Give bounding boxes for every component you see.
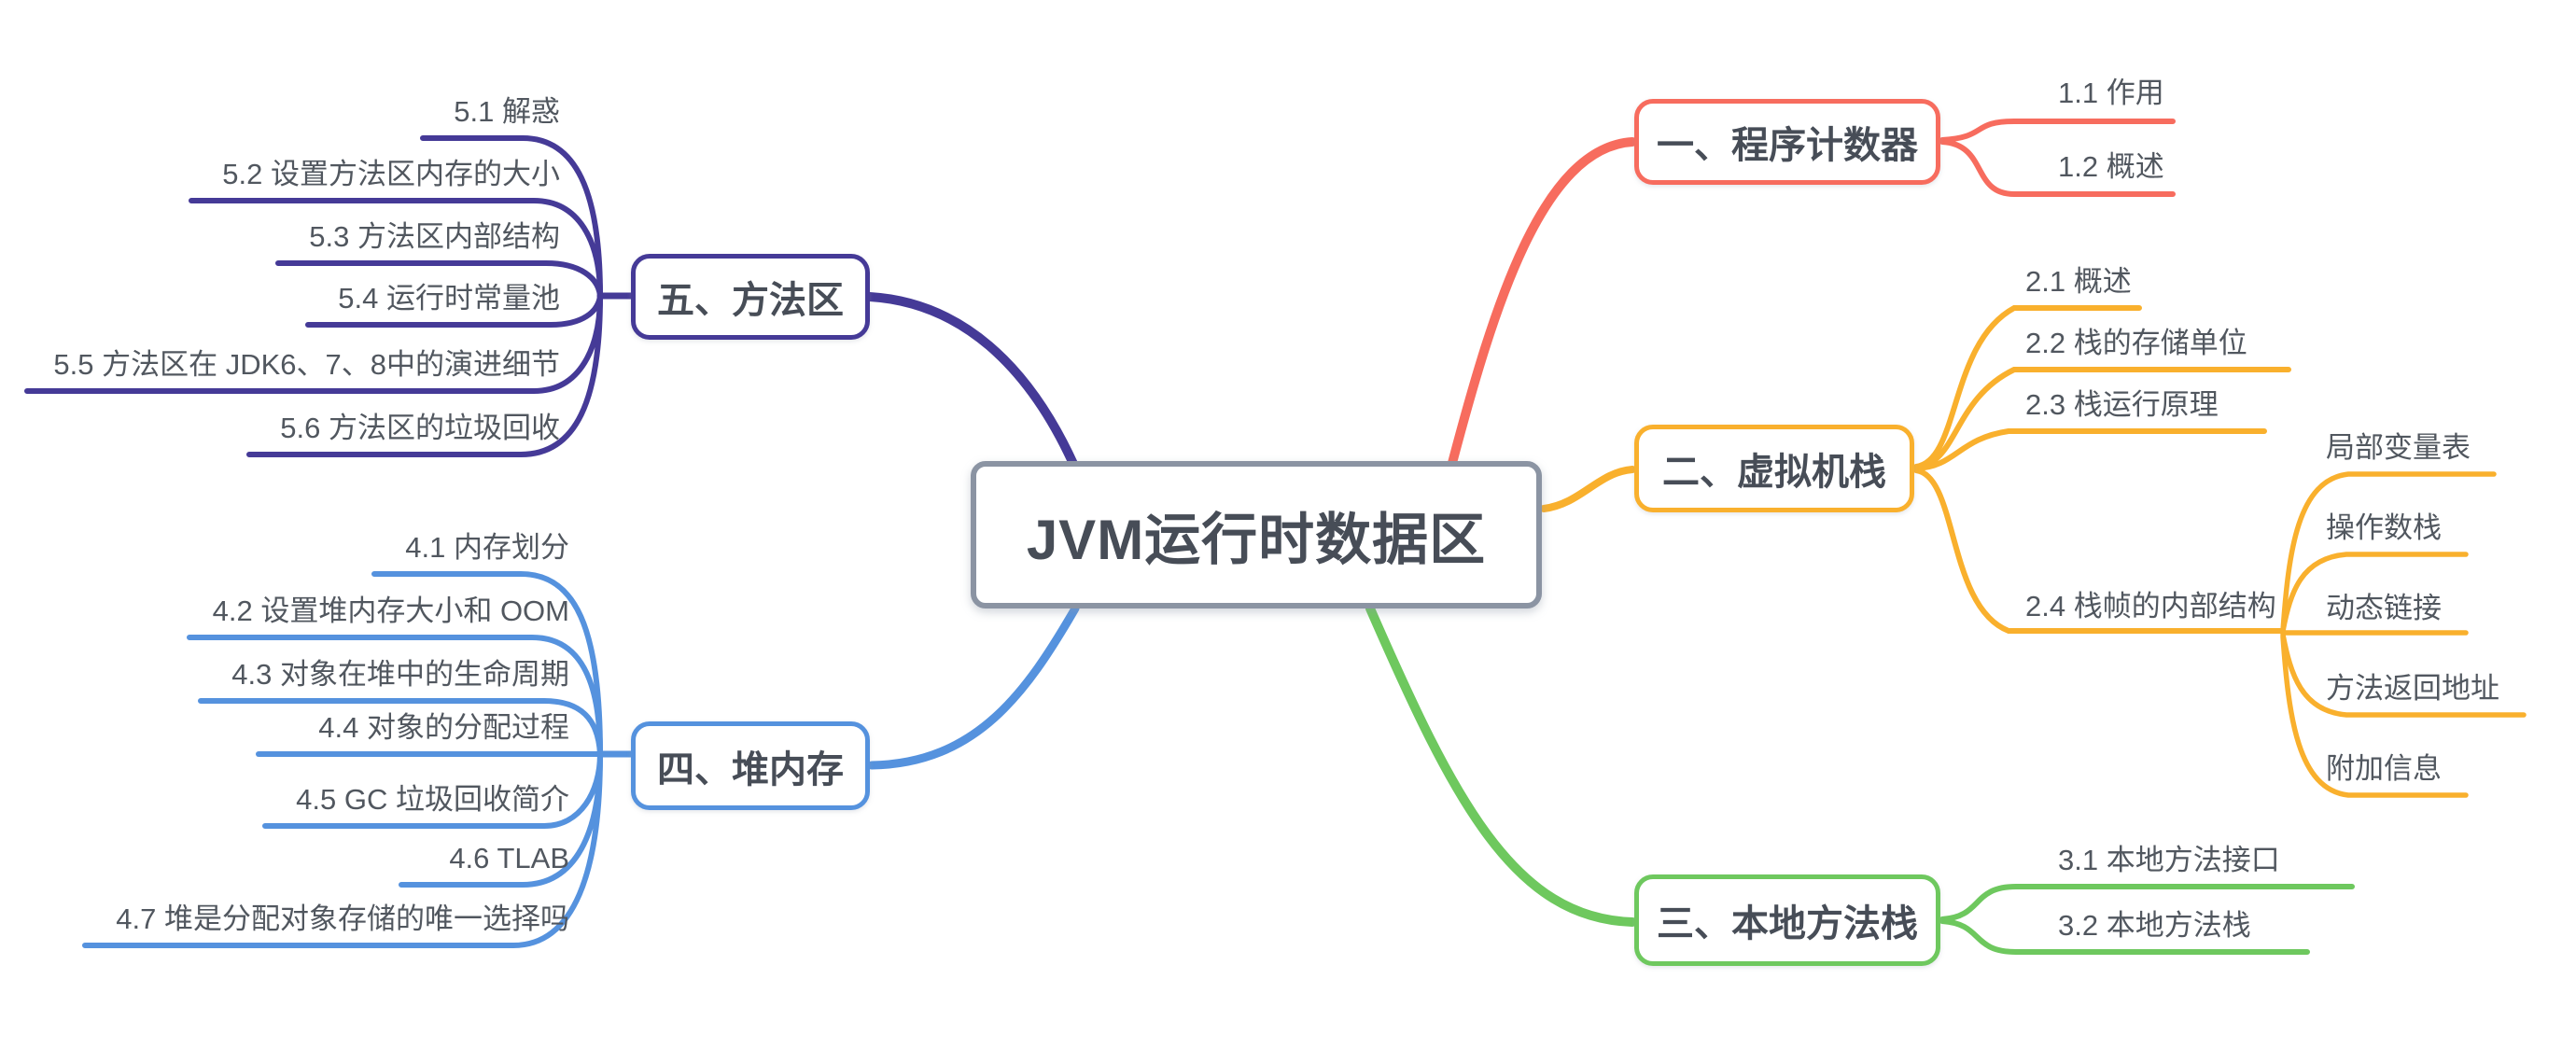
topic-method-area-label: 五、方法区 [657,280,844,321]
branch-curve-native-method-stack [1365,604,2355,955]
branch-curve-program-counter [1448,119,2176,468]
subtopic-2-4-local-variable-table[interactable]: 局部变量表 [2326,431,2471,464]
topic-vm-stack[interactable]: 二、虚拟机栈 [1634,425,1914,512]
subtopic-2-4-dynamic-linking[interactable]: 动态链接 [2326,592,2442,624]
topic-vm-stack-label: 二、虚拟机栈 [1662,452,1886,493]
subtopic-2-3[interactable]: 2.3 栈运行原理 [2025,388,2219,421]
subtopic-3-2[interactable]: 3.2 本地方法栈 [2058,909,2251,942]
subtopic-5-5[interactable]: 5.5 方法区在 JDK6、7、8中的演进细节 [53,348,560,381]
topic-method-area[interactable]: 五、方法区 [631,254,870,340]
branch-curve-vm-stack [1540,305,2527,798]
root-topic-label: JVM运行时数据区 [1026,508,1487,571]
branch-curve-heap [82,571,1080,948]
subtopic-2-4-additional-info[interactable]: 附加信息 [2326,752,2442,785]
topic-program-counter[interactable]: 一、程序计数器 [1634,99,1940,185]
subtopic-4-2[interactable]: 4.2 设置堆内存大小和 OOM [212,594,569,627]
subtopic-3-1[interactable]: 3.1 本地方法接口 [2058,844,2280,876]
subtopic-2-4-return-address[interactable]: 方法返回地址 [2326,672,2499,705]
topic-native-method-stack-label: 三、本地方法栈 [1657,903,1918,944]
subtopic-5-4[interactable]: 5.4 运行时常量池 [338,282,560,315]
subtopic-4-4[interactable]: 4.4 对象的分配过程 [318,711,569,744]
subtopic-2-2[interactable]: 2.2 栈的存储单位 [2025,327,2247,359]
branch-curve-method-area [24,135,1078,469]
topic-heap-label: 四、堆内存 [657,748,844,790]
subtopic-4-6[interactable]: 4.6 TLAB [449,842,569,874]
topic-heap[interactable]: 四、堆内存 [631,721,870,810]
subtopic-5-2[interactable]: 5.2 设置方法区内存的大小 [222,158,560,190]
subtopic-4-5[interactable]: 4.5 GC 垃圾回收简介 [296,783,569,816]
subtopic-2-4[interactable]: 2.4 栈帧的内部结构 [2025,590,2276,622]
root-topic[interactable]: JVM运行时数据区 [971,461,1542,608]
subtopic-5-6[interactable]: 5.6 方法区的垃圾回收 [280,412,560,444]
topic-native-method-stack[interactable]: 三、本地方法栈 [1634,874,1940,966]
subtopic-5-1[interactable]: 5.1 解惑 [454,95,560,128]
subtopic-4-3[interactable]: 4.3 对象在堆中的生命周期 [231,658,569,691]
subtopic-1-2[interactable]: 1.2 概述 [2058,150,2164,183]
subtopic-2-4-operand-stack[interactable]: 操作数栈 [2326,511,2442,544]
topic-program-counter-label: 一、程序计数器 [1657,125,1918,166]
subtopic-1-1[interactable]: 1.1 作用 [2058,77,2164,109]
subtopic-2-1[interactable]: 2.1 概述 [2025,265,2132,298]
subtopic-4-7[interactable]: 4.7 堆是分配对象存储的唯一选择吗 [116,902,569,935]
subtopic-4-1[interactable]: 4.1 内存划分 [405,531,569,564]
subtopic-5-3[interactable]: 5.3 方法区内部结构 [309,220,560,253]
